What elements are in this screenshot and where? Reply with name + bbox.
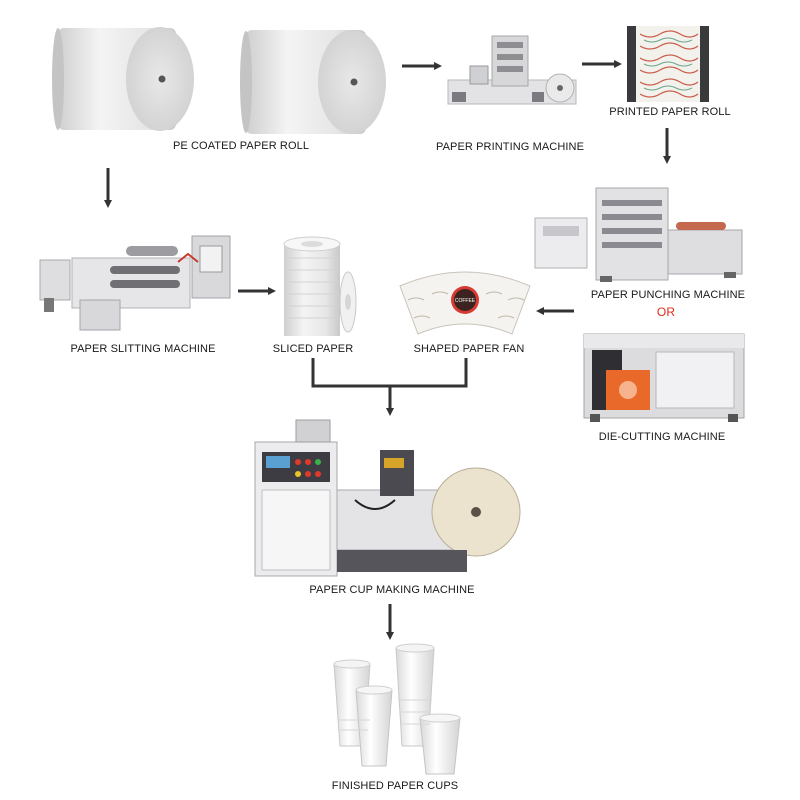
pe-coated-paper-roll-1 <box>52 27 194 131</box>
printed-paper-roll-image <box>627 26 709 102</box>
label-sliced-paper: SLICED PAPER <box>272 343 354 355</box>
label-paper-punching-machine: PAPER PUNCHING MACHINE <box>590 289 746 301</box>
label-finished-paper-cups: FINISHED PAPER CUPS <box>331 780 459 792</box>
label-shaped-paper-fan: SHAPED PAPER FAN <box>413 343 525 355</box>
paper-cup-making-machine-image <box>254 419 521 577</box>
paper-slitting-machine-image <box>39 235 231 331</box>
label-printed-paper-roll: PRINTED PAPER ROLL <box>609 106 731 118</box>
shaped-paper-fan-image <box>399 271 531 335</box>
label-die-cutting-machine: DIE-CUTTING MACHINE <box>598 431 726 443</box>
label-pe-coated-paper-roll: PE COATED PAPER ROLL <box>172 140 310 152</box>
finished-paper-cups-image <box>333 643 461 775</box>
sliced-paper-image <box>283 236 357 336</box>
label-or: OR <box>656 305 676 319</box>
label-paper-cup-making-machine: PAPER CUP MAKING MACHINE <box>309 584 475 596</box>
fan-print-text: COFFEE <box>455 298 476 304</box>
pe-coated-paper-roll-2 <box>240 30 386 134</box>
merge-bracket <box>311 358 468 388</box>
paper-printing-machine-image <box>447 35 577 105</box>
label-paper-slitting-machine: PAPER SLITTING MACHINE <box>70 343 216 355</box>
die-cutting-machine-image <box>583 333 745 422</box>
paper-punching-machine-image <box>534 187 743 282</box>
label-paper-printing-machine: PAPER PRINTING MACHINE <box>435 141 585 153</box>
